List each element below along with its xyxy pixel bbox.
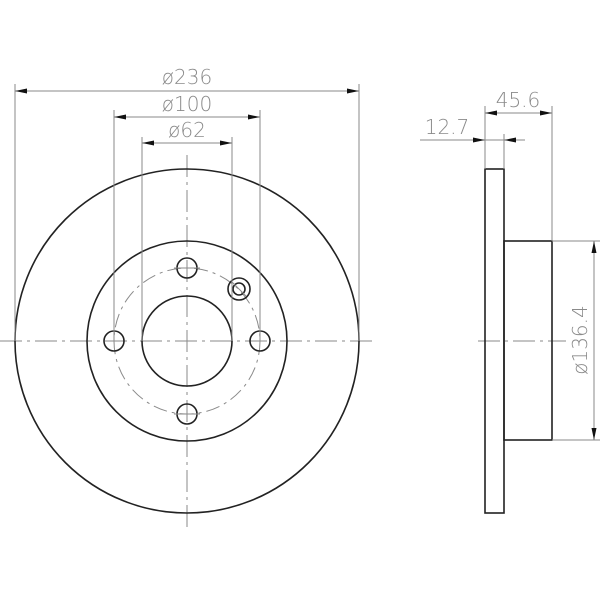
dim-overall-height: 45.6 bbox=[484, 88, 553, 241]
center-bore-label: ø62 bbox=[168, 118, 206, 142]
dim-disc-thickness: 12.7 bbox=[420, 115, 525, 169]
disc-thickness-label: 12.7 bbox=[425, 115, 470, 139]
outer-diameter-label: ø236 bbox=[162, 65, 212, 89]
hub-circle bbox=[86, 240, 288, 442]
dim-center-bore: ø62 bbox=[141, 118, 233, 341]
front-view: ø236 ø100 ø62 bbox=[0, 65, 373, 528]
dim-hub-diameter: ø136.4 bbox=[552, 240, 600, 441]
side-view: 45.6 12.7 ø136.4 bbox=[420, 88, 600, 514]
hub-diameter-label: ø136.4 bbox=[568, 305, 592, 375]
locating-hole-inner bbox=[232, 282, 246, 296]
overall-height-label: 45.6 bbox=[496, 88, 541, 112]
locating-hole-outer bbox=[227, 277, 251, 301]
hub-section bbox=[503, 240, 553, 441]
bolt-circle-label: ø100 bbox=[162, 92, 212, 116]
locating-hole-mark bbox=[231, 281, 247, 297]
dim-bolt-circle: ø100 bbox=[113, 92, 261, 341]
dim-outer-diameter: ø236 bbox=[14, 65, 360, 341]
